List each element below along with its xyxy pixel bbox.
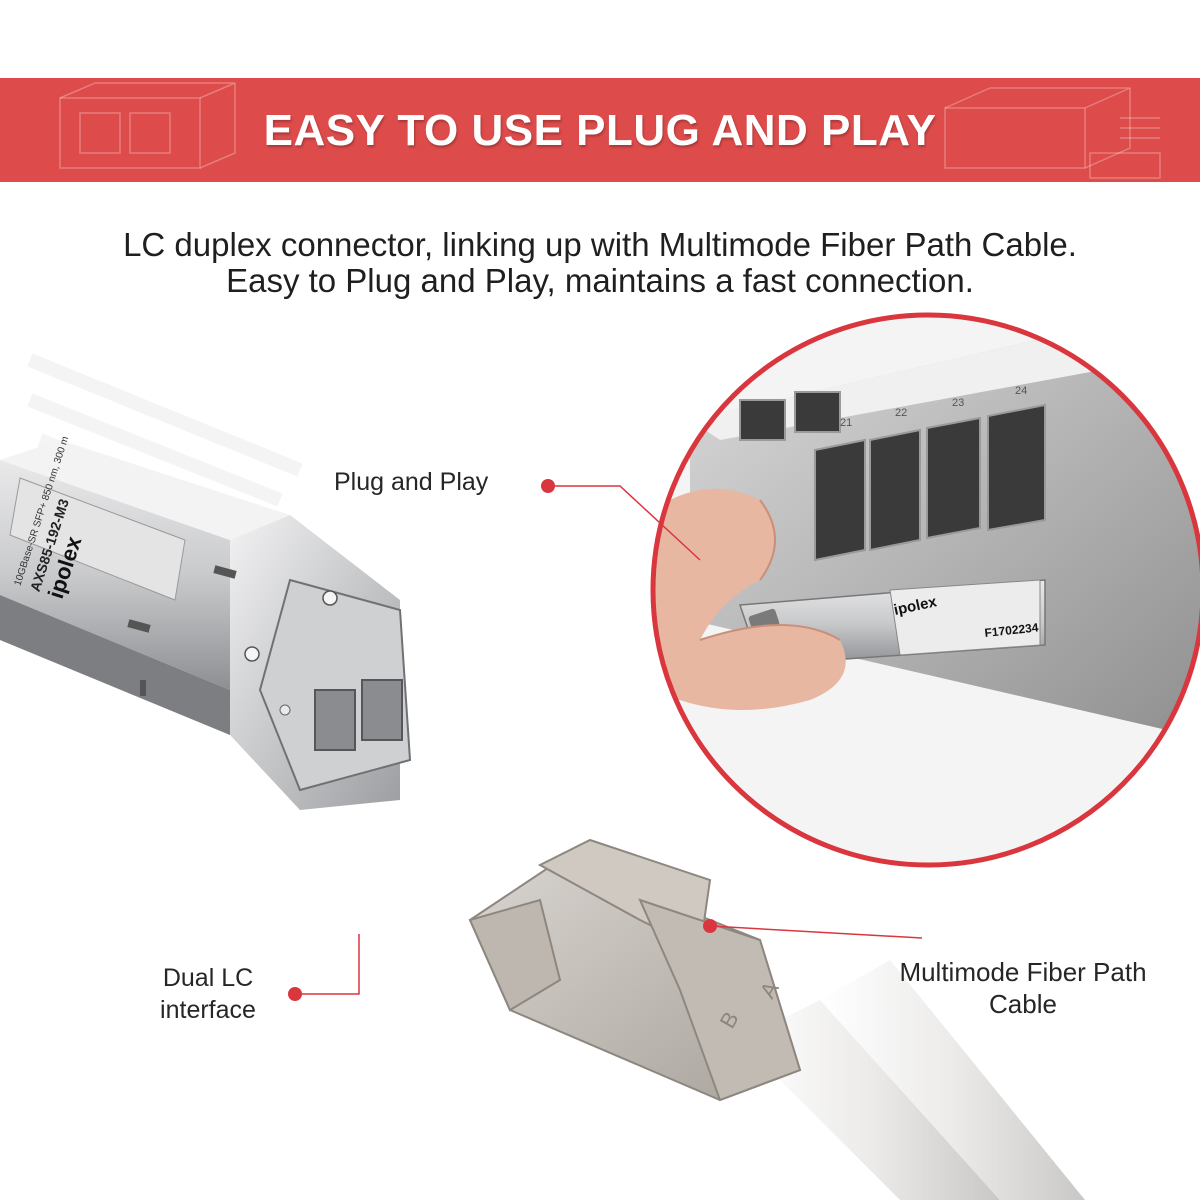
callout-plug-and-play: Plug and Play [334, 468, 489, 496]
description-line-2: Easy to Plug and Play, maintains a fast … [226, 262, 974, 299]
port-numbers: 21 22 23 24 [840, 385, 1027, 429]
callout-multimode-line2: Cable [989, 989, 1057, 1019]
svg-text:24: 24 [1015, 385, 1027, 397]
inset-module-serial: F1702234 [984, 620, 1040, 640]
callout-lines [295, 485, 923, 995]
inset-photo: 21 22 23 24 ipolex F1702234 [650, 312, 1200, 868]
svg-text:21: 21 [840, 417, 852, 429]
callout-dual-lc: Dual LC interface [148, 962, 268, 1026]
sfp-module [0, 440, 412, 810]
banner-line-art [59, 82, 1161, 179]
callout-multimode-line1: Multimode Fiber Path [899, 957, 1147, 987]
callout-dots [288, 479, 717, 1001]
svg-text:22: 22 [895, 407, 907, 419]
svg-text:23: 23 [952, 397, 964, 409]
callout-multimode: Multimode Fiber Path Cable [873, 956, 1173, 1020]
header-banner: EASY TO USE PLUG AND PLAY [0, 78, 1200, 182]
callout-dual-lc-line1: Dual LC [162, 964, 254, 992]
description-line-1: LC duplex connector, linking up with Mul… [123, 226, 1077, 263]
lc-connector: B A [468, 838, 1085, 1200]
banner-title: EASY TO USE PLUG AND PLAY [263, 106, 937, 155]
callout-dual-lc-line2: interface [160, 996, 256, 1024]
